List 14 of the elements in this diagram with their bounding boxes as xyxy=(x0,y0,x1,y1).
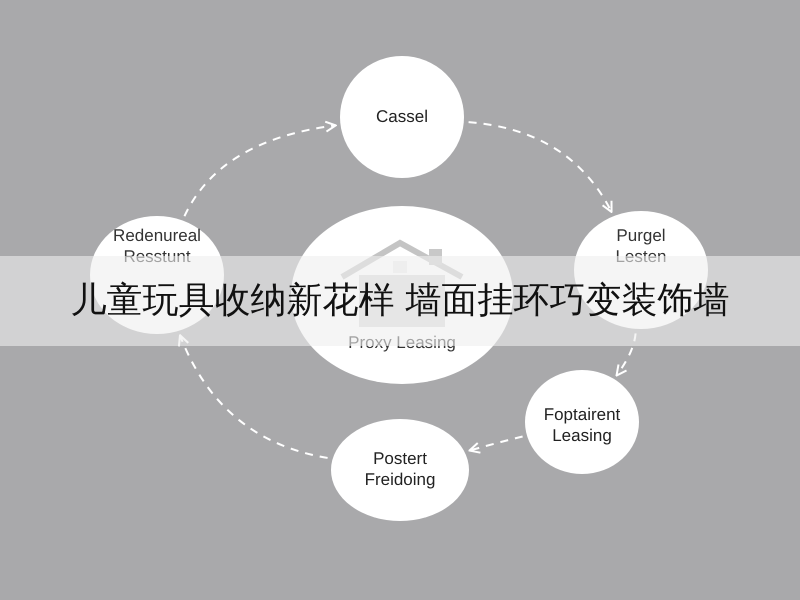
dashed-arrow xyxy=(184,120,337,217)
node-label: Foptairent Leasing xyxy=(542,404,622,446)
dashed-arrow xyxy=(468,436,523,454)
circle-node xyxy=(330,418,470,522)
dashed-arrow xyxy=(178,334,328,459)
dashed-arrow xyxy=(468,121,613,213)
circle-node xyxy=(339,55,465,179)
node-label: Postert Freidoing xyxy=(364,448,436,490)
node-label: Cassel xyxy=(375,106,429,127)
node-label: Redenureal Resstunt xyxy=(112,225,202,267)
node-label: Proxy Leasing xyxy=(347,332,457,353)
circle-node xyxy=(524,369,640,475)
dashed-arrow xyxy=(616,333,637,377)
node-label: Purgel Lesten xyxy=(614,225,668,267)
